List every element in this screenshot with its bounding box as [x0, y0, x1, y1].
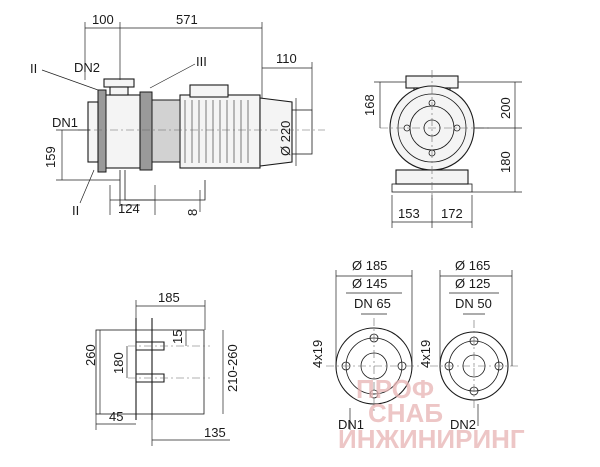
base-outline: [95, 329, 205, 415]
base-bracket: [124, 170, 206, 201]
suction-nozzle: [87, 101, 99, 163]
dim-210-260: 210-260: [225, 344, 240, 392]
dim-200: 200: [498, 97, 513, 119]
fan-hood: [291, 109, 313, 155]
dim-d145: Ø 145: [352, 276, 387, 291]
foot: [119, 170, 140, 206]
flange-dn2-dimensions: Ø 165 Ø 125 DN 50 4x19 DN2: [418, 258, 513, 432]
dim-4x19-a: 4x19: [310, 340, 325, 368]
dim-d220: Ø 220: [278, 121, 293, 156]
dim-d125: Ø 125: [455, 276, 490, 291]
side-view-dimensions: 100 571 110 Ø 220 159 124 8 DN2 DN1 II I…: [30, 12, 313, 218]
discharge-flange-top: [103, 78, 135, 88]
watermark: ПРОФ СНАБ ИНЖИНИРИНГ: [338, 374, 525, 454]
front-view: [380, 70, 490, 200]
dim-168: 168: [362, 94, 377, 116]
label-ii-bottom: II: [72, 203, 79, 218]
base-detail: [95, 318, 210, 420]
flange-dn1-dimensions: Ø 185 Ø 145 DN 65 4x19 DN1: [310, 258, 413, 432]
base-detail-dimensions: 185 260 180 15 210-260 45 135: [83, 290, 240, 446]
dim-180-base: 180: [111, 352, 126, 374]
suction-flange-side: [97, 89, 107, 173]
label-dn1-side: DN1: [52, 115, 78, 130]
dim-d185: Ø 185: [352, 258, 387, 273]
terminal-box: [189, 84, 229, 98]
front-view-dimensions: 168 200 180 153 172: [362, 81, 522, 228]
side-view: [78, 78, 325, 206]
dim-dn65: DN 65: [354, 296, 391, 311]
discharge-neck: [109, 86, 129, 96]
dim-185: 185: [158, 290, 180, 305]
label-dn2-top: DN2: [74, 60, 100, 75]
dim-260: 260: [83, 344, 98, 366]
watermark-line3: ИНЖИНИРИНГ: [338, 424, 525, 454]
dim-159: 159: [43, 146, 58, 168]
dim-571: 571: [176, 12, 198, 27]
pump-casing: [103, 94, 141, 169]
fan-cover: [259, 97, 293, 167]
watermark-line2: СНАБ: [368, 398, 443, 428]
dim-dn50: DN 50: [455, 296, 492, 311]
dim-172: 172: [441, 206, 463, 221]
motor-fins: [184, 100, 249, 163]
dim-100: 100: [92, 12, 114, 27]
label-dn2-bottom: DN2: [450, 417, 476, 432]
dim-8: 8: [185, 209, 200, 216]
dim-153: 153: [398, 206, 420, 221]
dim-45: 45: [109, 409, 123, 424]
watermark-line1: ПРОФ: [356, 374, 434, 404]
label-iii: III: [196, 54, 207, 69]
dim-110: 110: [276, 51, 297, 66]
label-dn1-bottom: DN1: [338, 417, 364, 432]
dim-4x19-b: 4x19: [418, 340, 433, 368]
adapter-flange: [139, 91, 153, 171]
label-ii-top: II: [30, 61, 37, 76]
dim-d165: Ø 165: [455, 258, 490, 273]
dim-15: 15: [170, 330, 185, 344]
dim-135: 135: [204, 425, 226, 440]
flange-dn2: [430, 320, 518, 410]
dim-180: 180: [498, 151, 513, 173]
dim-124: 124: [118, 201, 140, 216]
